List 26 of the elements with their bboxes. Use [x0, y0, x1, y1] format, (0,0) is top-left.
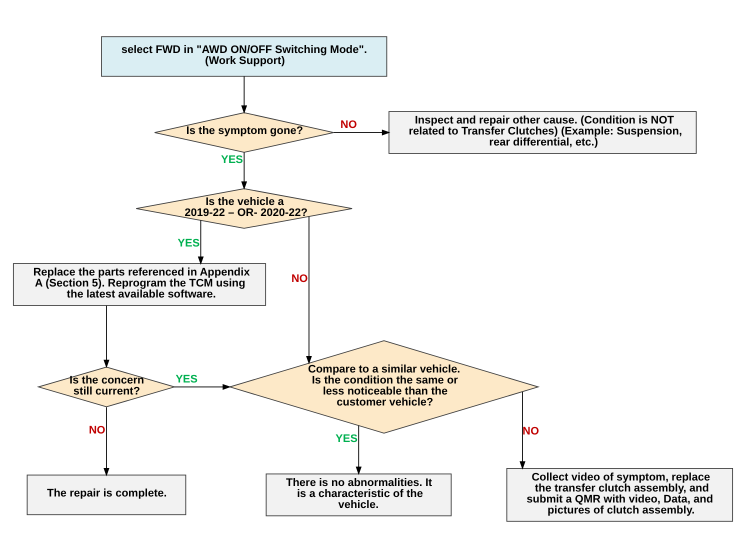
node-box: The repair is complete. — [26, 474, 186, 516]
arrow — [240, 152, 247, 190]
arrow — [173, 384, 231, 390]
arrow — [197, 220, 204, 265]
arrow — [332, 130, 390, 136]
node-diamond: Is the symptom gone? — [154, 112, 334, 153]
arrow — [355, 425, 362, 476]
node-box: Replace the parts referenced in Appendix A (Section 5). Reprogram the TCM using the latest available software. — [12, 263, 266, 306]
arrow — [103, 406, 109, 476]
edge-label: YES — [177, 237, 200, 250]
node-box: There is no abnormalities. It is a characteristic of the vehicle. — [265, 474, 452, 516]
edge-label: YES — [220, 154, 243, 166]
edge-label: NO — [88, 424, 105, 436]
arrow — [519, 391, 525, 470]
edge-label: NO — [290, 273, 308, 286]
arrow — [103, 305, 109, 368]
node-diamond: Is the vehicle a 2019-22 – OR- 2020-22? — [135, 188, 352, 229]
node-box: Collect video of symptom, replace the transfer clutch assembly, and submit a QMR with video, Data, and pictures of clutch assembly. — [506, 468, 733, 522]
arrow — [306, 216, 312, 364]
node-box: Inspect and repair other cause. (Condition is NOT related to Transfer Clutches) (Example: Suspension, rear differential, etc.) — [388, 111, 696, 154]
edge-label: NO — [340, 119, 356, 132]
edge-label: YES — [335, 432, 358, 445]
node-box: select FWD in "AWD ON/OFF Switching Mode". (Work Support) — [100, 36, 387, 77]
edge-label: YES — [175, 374, 198, 386]
node-diamond: Is the concern still current? — [36, 366, 176, 408]
arrow — [240, 76, 247, 114]
